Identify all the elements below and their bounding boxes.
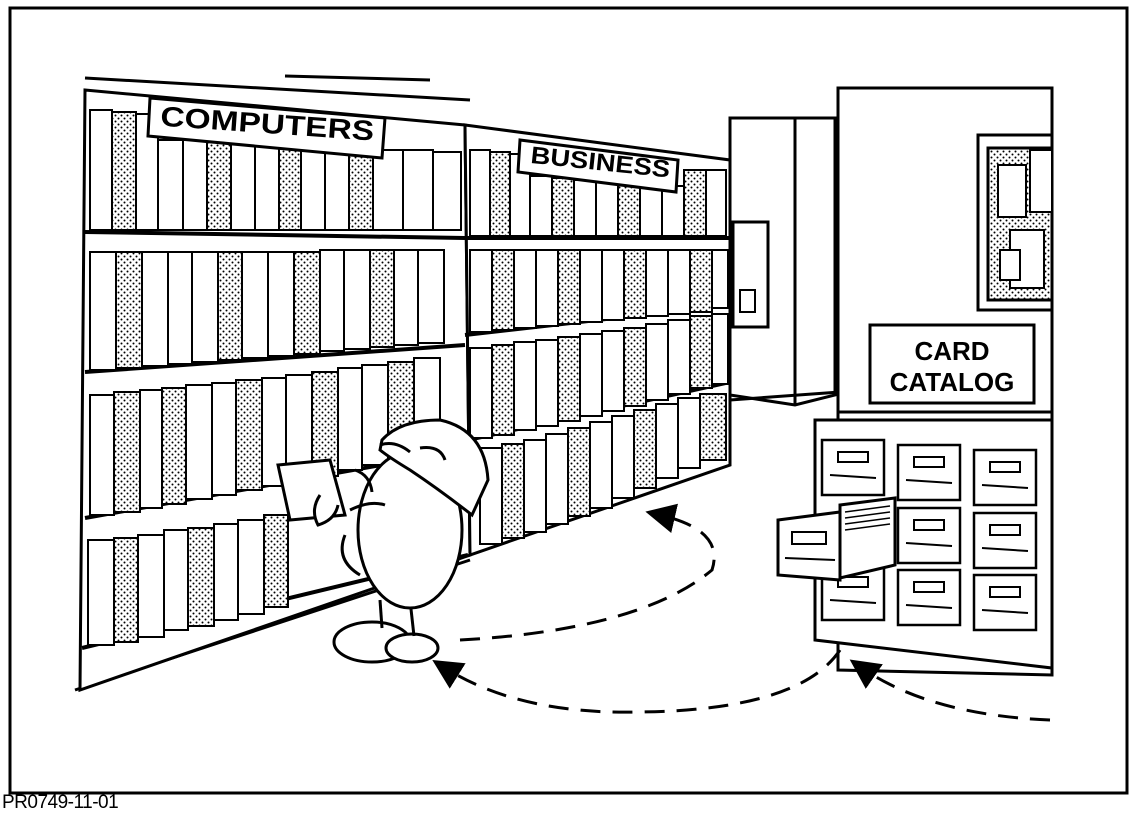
egg-mascot-icon — [276, 418, 490, 664]
card-catalog-sign-line1: CARD — [914, 336, 989, 366]
card-catalog-area: CARD CATALOG — [776, 86, 1054, 677]
business-shelf-unit — [463, 123, 732, 558]
dashed-arrow-loop-icon — [432, 503, 1051, 722]
business-sign: BUSINESS — [516, 138, 680, 194]
bulletin-board — [976, 133, 1054, 312]
card-catalog-sign-line2: CATALOG — [890, 367, 1015, 397]
drawer-handles — [829, 451, 1029, 614]
computers-sign: COMPUTERS — [146, 96, 387, 160]
back-wall — [728, 116, 837, 407]
figure-code: PR0749-11-01 — [2, 792, 119, 813]
open-drawer — [776, 496, 897, 582]
card-catalog-sign — [868, 323, 1036, 405]
